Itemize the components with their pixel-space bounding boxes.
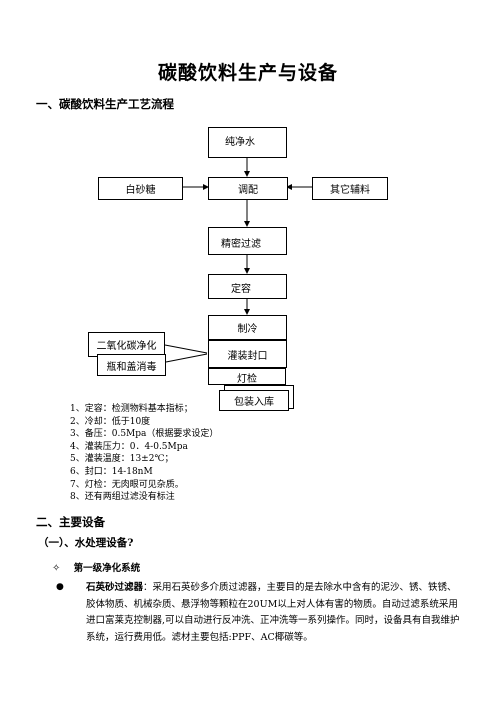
flow-box-mix: 调配 bbox=[208, 177, 288, 200]
flow-box-pack-storage: 包装入库 bbox=[219, 390, 289, 411]
note-line: 4、灌装压力：0．4-0.5Mpa bbox=[70, 441, 188, 452]
subsection-water-treatment: （一）、水处理设备? bbox=[38, 537, 134, 549]
note-line: 2、冷却：低于10度 bbox=[70, 416, 151, 427]
line-co2-to-filling bbox=[164, 344, 208, 354]
section-heading-equipment: 二、主要设备 bbox=[36, 515, 105, 529]
section-heading-process: 一、碳酸饮料生产工艺流程 bbox=[36, 97, 174, 111]
system-title: 第一级净化系统 bbox=[73, 563, 141, 574]
flow-box-fine-filter: 精密过滤 bbox=[208, 227, 287, 255]
flow-box-filling: 灌装封口 bbox=[208, 340, 287, 368]
note-line: 7、灯检：无肉眼可见杂质。 bbox=[70, 479, 184, 490]
filled-circle-bullet-icon: ● bbox=[56, 582, 64, 592]
quartz-filter-paragraph: 石英砂过滤器：采用石英砂多介质过滤器，主要目的是去除水中含有的泥沙、锈、铁锈、胶… bbox=[86, 580, 462, 646]
flow-box-sugar: 白砂糖 bbox=[98, 177, 183, 200]
flow-box-bottle-sterilize: 瓶和盖消毒 bbox=[97, 354, 166, 376]
item-text: ：采用石英砂多介质过滤器，主要目的是去除水中含有的泥沙、锈、铁锈、胶体物质、机械… bbox=[86, 582, 460, 643]
note-line: 8、还有两组过滤没有标注 bbox=[70, 492, 175, 503]
process-notes: 1、定容：检测物料基本指标； 2、冷却：低于10度 3、备压：0.5Mpa（根据… bbox=[70, 403, 218, 504]
diamond-bullet-icon: ✧ bbox=[52, 563, 61, 574]
flow-box-other-materials: 其它辅料 bbox=[312, 177, 388, 200]
flow-box-pure-water: 纯净水 bbox=[208, 127, 287, 158]
flow-box-cooling: 制冷 bbox=[208, 315, 287, 340]
note-line: 3、备压：0.5Mpa（根据要求设定） bbox=[70, 429, 219, 440]
note-line: 5、灌装温度：13±2℃； bbox=[70, 454, 174, 465]
flow-box-co2-purify: 二氧化碳净化 bbox=[88, 332, 165, 357]
note-line: 6、封口：14-18nM bbox=[70, 466, 153, 477]
line-bottle-to-filling bbox=[165, 353, 208, 363]
flow-box-lamp-check: 灯检 bbox=[208, 368, 286, 385]
note-line: 1、定容：检测物料基本指标； bbox=[70, 404, 193, 414]
flow-box-volume: 定容 bbox=[208, 274, 287, 299]
item-title: 石英砂过滤器 bbox=[86, 582, 144, 593]
page-title: 碳酸饮料生产与设备 bbox=[157, 62, 338, 84]
system-heading: ✧ 第一级净化系统 bbox=[52, 560, 140, 574]
